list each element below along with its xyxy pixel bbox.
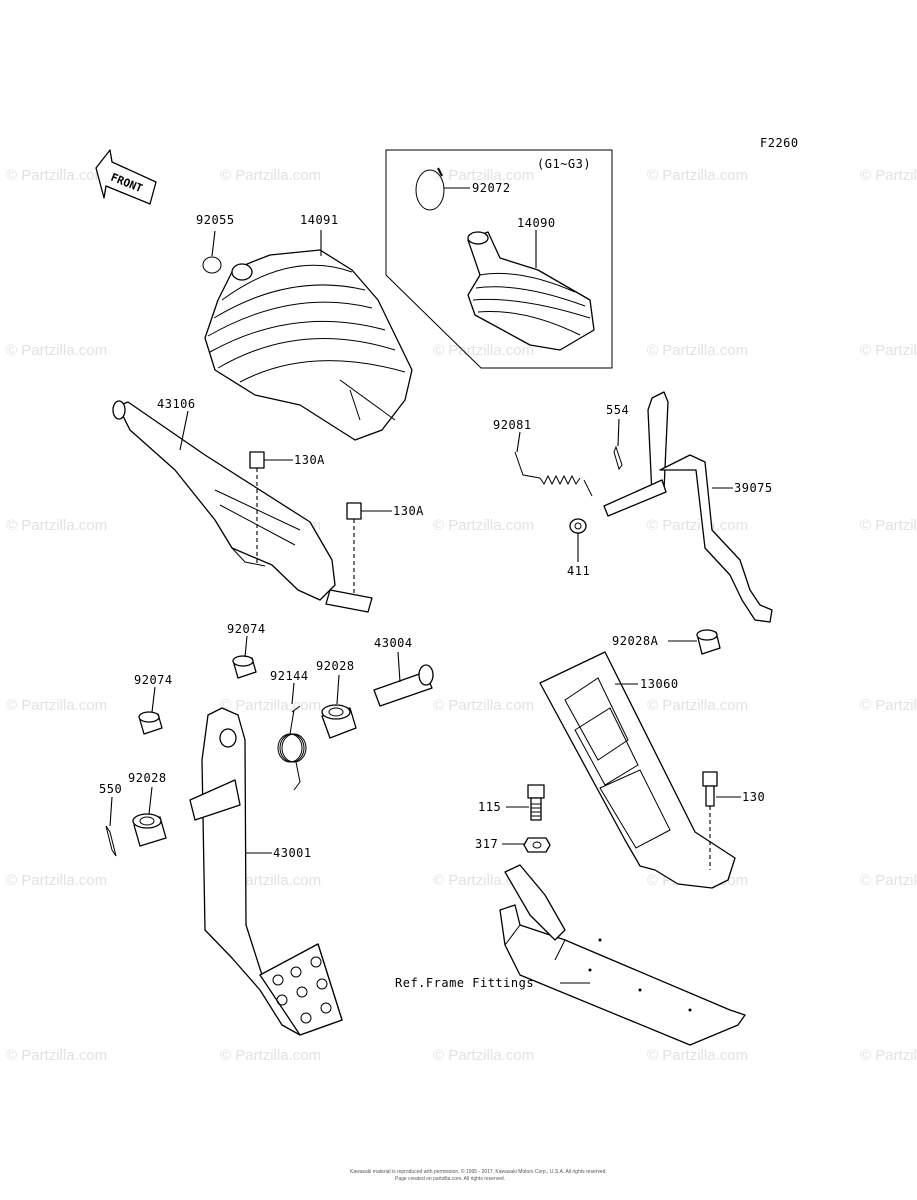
watermark: © Partzilla.com bbox=[647, 697, 748, 714]
part-label-92028-lower: 92028 bbox=[128, 771, 167, 785]
watermark: © Partzilla.com bbox=[220, 1047, 321, 1064]
part-label-130A-1: 130A bbox=[294, 453, 325, 467]
watermark: © Partzilla.com bbox=[433, 342, 534, 359]
watermark: © Partzilla.com bbox=[6, 1047, 107, 1064]
ring-92055 bbox=[202, 256, 222, 274]
part-label-411: 411 bbox=[567, 564, 590, 578]
footer-line-1: Kawasaki material is reproduced with per… bbox=[350, 1168, 607, 1175]
watermark: © Partzilla.com bbox=[860, 517, 917, 534]
ref-frame-fittings-label: Ref.Frame Fittings bbox=[395, 976, 534, 990]
watermark: © Partzilla.com bbox=[647, 1047, 748, 1064]
cap-92074-upper bbox=[232, 655, 257, 679]
plate-13060 bbox=[539, 651, 736, 889]
bushing-92028-upper bbox=[321, 704, 357, 739]
pin-554 bbox=[613, 445, 623, 471]
watermark: © Partzilla.com bbox=[220, 697, 321, 714]
boot-14091 bbox=[204, 249, 413, 441]
part-label-92074-upper: 92074 bbox=[227, 622, 266, 636]
nut-317 bbox=[523, 837, 551, 853]
part-label-130A-2: 130A bbox=[393, 504, 424, 518]
watermark: © Partzilla.com bbox=[220, 167, 321, 184]
bushing-92028-lower bbox=[132, 813, 167, 847]
part-label-39075: 39075 bbox=[734, 481, 773, 495]
watermark: © Partzilla.com bbox=[647, 517, 748, 534]
watermark: © Partzilla.com bbox=[433, 167, 534, 184]
watermark: © Partzilla.com bbox=[860, 872, 917, 889]
watermark: © Partzilla.com bbox=[433, 517, 534, 534]
part-label-13060: 13060 bbox=[640, 677, 679, 691]
part-label-14090: 14090 bbox=[517, 216, 556, 230]
lever-43106 bbox=[112, 400, 336, 601]
figure-code: F2260 bbox=[760, 136, 799, 150]
watermark: © Partzilla.com bbox=[433, 1047, 534, 1064]
bolt-130A-2 bbox=[325, 502, 373, 613]
rod-39075 bbox=[603, 391, 773, 623]
spring-92144 bbox=[277, 705, 307, 791]
part-label-43106: 43106 bbox=[157, 397, 196, 411]
bolt-130 bbox=[702, 771, 718, 870]
watermark: © Partzilla.com bbox=[6, 167, 107, 184]
part-label-115: 115 bbox=[478, 800, 501, 814]
watermark: © Partzilla.com bbox=[860, 342, 917, 359]
pedal-43001 bbox=[189, 707, 343, 1036]
part-label-92028-upper: 92028 bbox=[316, 659, 355, 673]
part-label-92055: 92055 bbox=[196, 213, 235, 227]
part-label-554: 554 bbox=[606, 403, 629, 417]
part-label-92081: 92081 bbox=[493, 418, 532, 432]
variant-inset-box bbox=[385, 149, 613, 369]
part-label-92074-lower: 92074 bbox=[134, 673, 173, 687]
frame-fittings bbox=[499, 864, 746, 1046]
part-label-92072: 92072 bbox=[472, 181, 511, 195]
part-label-43004: 43004 bbox=[374, 636, 413, 650]
part-label-317: 317 bbox=[475, 837, 498, 851]
cap-92074-lower bbox=[138, 711, 163, 735]
footer-line-2: Page created on partzilla.com. All right… bbox=[395, 1176, 505, 1182]
part-label-14091: 14091 bbox=[300, 213, 339, 227]
part-label-550: 550 bbox=[99, 782, 122, 796]
watermark: © Partzilla.com bbox=[6, 697, 107, 714]
watermark: © Partzilla.com bbox=[647, 167, 748, 184]
part-label-43001: 43001 bbox=[273, 846, 312, 860]
watermark-layer: © Partzilla.com © Partzilla.com © Partzi… bbox=[6, 167, 917, 1064]
watermark: © Partzilla.com bbox=[433, 697, 534, 714]
bushing-92028A bbox=[696, 629, 721, 655]
pin-550 bbox=[105, 825, 117, 857]
bolt-115 bbox=[527, 784, 545, 821]
part-label-92028A: 92028A bbox=[612, 634, 659, 648]
pin-43004 bbox=[373, 664, 434, 707]
washer-411 bbox=[569, 518, 587, 534]
watermark: © Partzilla.com bbox=[6, 342, 107, 359]
part-label-130: 130 bbox=[742, 790, 765, 804]
watermark: © Partzilla.com bbox=[860, 1047, 917, 1064]
part-label-92144: 92144 bbox=[270, 669, 309, 683]
front-arrow-icon: FRONT bbox=[95, 149, 157, 205]
watermark: © Partzilla.com bbox=[647, 342, 748, 359]
watermark: © Partzilla.com bbox=[860, 167, 917, 184]
watermark: © Partzilla.com bbox=[860, 697, 917, 714]
watermark: © Partzilla.com bbox=[6, 517, 107, 534]
clip-92072 bbox=[415, 167, 445, 211]
spring-92081 bbox=[514, 451, 593, 497]
boot-14090 bbox=[467, 231, 595, 351]
variant-label: (G1~G3) bbox=[537, 157, 591, 171]
watermark: © Partzilla.com bbox=[6, 872, 107, 889]
